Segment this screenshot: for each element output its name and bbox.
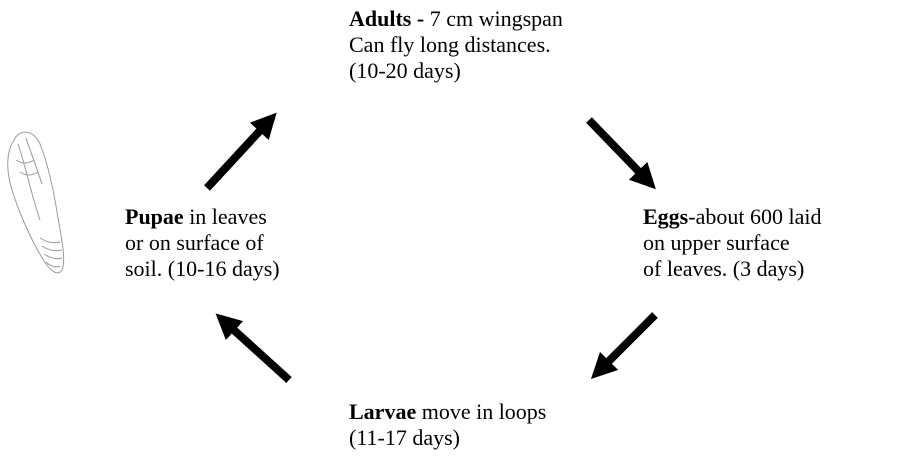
larvae-line-1: Larvae move in loops (349, 399, 546, 425)
stage-pupae: Pupae in leaves or on surface of soil. (… (125, 204, 280, 282)
adults-duration: (10-20 days) (349, 58, 461, 83)
pupae-location: in leaves (183, 204, 267, 229)
adults-title: Adults - (349, 6, 425, 31)
pupae-title: Pupae (125, 204, 184, 229)
adults-line-1: Adults - 7 cm wingspan (349, 6, 563, 32)
pupae-line-1: Pupae in leaves (125, 204, 280, 230)
stage-eggs: Eggs-about 600 laid on upper surface of … (643, 204, 821, 282)
larvae-duration: (11-17 days) (349, 425, 460, 450)
stage-larvae: Larvae move in loops (11-17 days) (349, 399, 546, 451)
pupae-location-2: or on surface of (125, 230, 264, 255)
arrow-icon (204, 112, 277, 191)
pupa-sketch-icon (7, 131, 65, 274)
pupae-duration: soil. (10-16 days) (125, 256, 280, 281)
arrow-icon (586, 117, 656, 190)
arrow-icon (590, 312, 658, 380)
eggs-line-1: Eggs-about 600 laid (643, 204, 821, 230)
larvae-title: Larvae (349, 399, 417, 424)
arrow-icon (215, 313, 292, 383)
eggs-count: -about 600 laid (688, 204, 822, 229)
larvae-movement: move in loops (416, 399, 547, 424)
adults-flight: Can fly long distances. (349, 32, 551, 57)
eggs-duration: of leaves. (3 days) (643, 256, 805, 281)
adults-wingspan: 7 cm wingspan (424, 6, 563, 31)
eggs-location: on upper surface (643, 230, 790, 255)
stage-adults: Adults - 7 cm wingspan Can fly long dist… (349, 6, 563, 84)
eggs-title: Eggs (643, 204, 689, 229)
